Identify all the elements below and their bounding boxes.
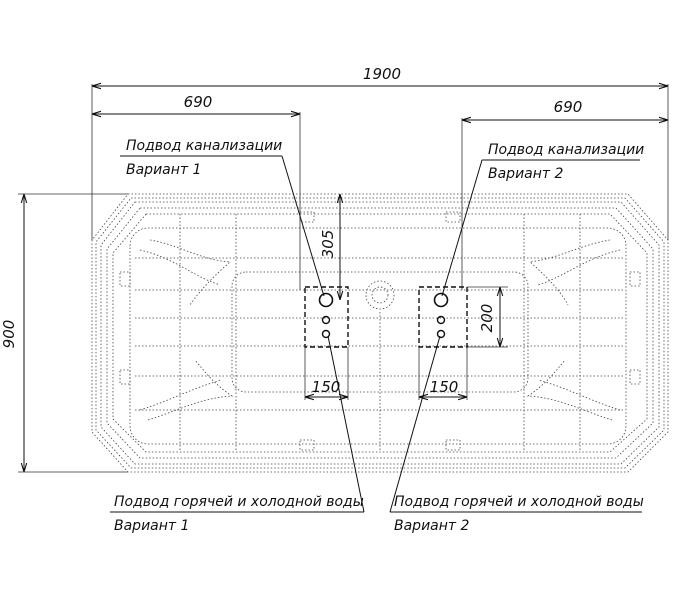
- port-spacing-label: 200: [478, 304, 496, 333]
- drain-v2-title: Подвод канализации: [488, 142, 644, 158]
- water-v1-title: Подвод горячей и холодной воды: [114, 494, 364, 510]
- overall-width-label: 1900: [363, 65, 401, 83]
- leader-water-variant-2: Подвод горячей и холодной воды Вариант 2: [389, 335, 644, 534]
- left-water-port-lower-icon: [321, 329, 331, 339]
- bathtub-outline: [91, 193, 669, 473]
- drain-v2-variant: Вариант 2: [488, 166, 564, 182]
- right-box-width-label: 150: [430, 378, 459, 396]
- right-offset-label: 690: [554, 98, 583, 116]
- drain-offset-label: 305: [319, 230, 337, 259]
- left-box-width-label: 150: [312, 378, 341, 396]
- dimension-drain-offset: 305: [319, 194, 340, 300]
- dimension-port-spacing: 200: [467, 286, 508, 348]
- right-water-port-lower-icon: [436, 329, 446, 339]
- left-water-port-upper-icon: [321, 315, 331, 325]
- water-v2-title: Подвод горячей и холодной воды: [394, 494, 644, 510]
- left-offset-label: 690: [184, 93, 213, 111]
- drain-v1-title: Подвод канализации: [126, 138, 282, 154]
- leader-drain-variant-2: Подвод канализации Вариант 2: [441, 142, 644, 297]
- leader-water-variant-1: Подвод горячей и холодной воды Вариант 1: [110, 335, 365, 534]
- leader-drain-variant-1: Подвод канализации Вариант 1: [120, 138, 325, 297]
- drain-v1-variant: Вариант 1: [126, 162, 201, 178]
- water-v1-variant: Вариант 1: [114, 518, 189, 534]
- support-legs: [119, 211, 641, 451]
- right-water-port-upper-icon: [436, 315, 446, 325]
- water-v2-variant: Вариант 2: [394, 518, 470, 534]
- dimension-right-offset: 690: [461, 98, 668, 290]
- dimension-overall-width: 1900: [91, 65, 669, 240]
- left-drain-port-icon: [318, 292, 334, 308]
- left-connection-box: 150: [304, 286, 349, 400]
- right-drain-port-icon: [433, 292, 449, 308]
- dimension-depth: 900: [0, 193, 128, 473]
- bathtub-inner-frame: [135, 214, 625, 452]
- dimension-left-offset: 690: [92, 93, 301, 290]
- depth-label: 900: [0, 320, 18, 349]
- right-connection-box: 150: [418, 286, 468, 400]
